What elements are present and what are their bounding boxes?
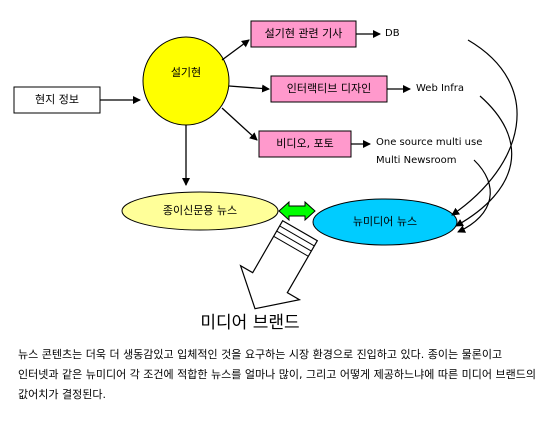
brand-arrow [239,219,319,310]
brand-label: 미디어 브랜드 [200,313,300,333]
curve-db-to-newmedia [451,39,518,216]
center-label: 설기현 [170,66,202,79]
curve-newsroom-to-newmedia [457,159,491,233]
new-media-news-label: 뉴미디어 뉴스 [352,215,418,228]
related-articles-box [250,20,357,48]
video-photo-label: 비디오, 포토 [276,137,334,150]
web-infra-label: Web Infra [416,83,465,94]
print-news-label: 종이신문용 뉴스 [162,204,238,217]
caption-text: 뉴스 콘텐츠는 더욱 더 생동감있고 입체적인 것을 요구하는 시장 환경으로 … [18,348,536,401]
interactive-design-box [270,75,388,103]
one-source-label: One source multi use [376,137,483,148]
db-label: DB [385,28,400,39]
local-info-label: 현지 정보 [35,93,79,106]
arrow-center-to-interactive [228,84,270,93]
related-articles-label: 설기현 관련 기사 [264,27,343,40]
video-photo-box [258,130,352,158]
multi-newsroom-label: Multi Newsroom [376,155,457,166]
double-arrow [278,200,316,222]
local-info-box [13,86,101,114]
curve-web-to-newmedia [455,95,513,227]
interactive-design-label: 인터랙티브 디자인 [286,82,372,95]
print-news-ellipse [121,191,279,231]
arrow-center-to-articles [221,39,250,61]
arrow-center-to-video [221,107,258,141]
